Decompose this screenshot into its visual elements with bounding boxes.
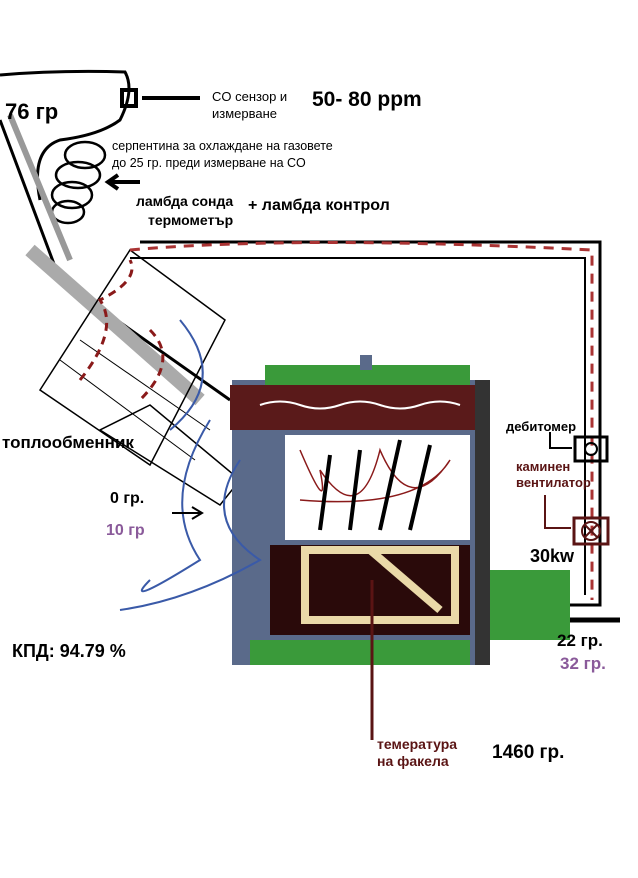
lambda-probe-label: ламбда сонда [136,193,234,209]
lambda-control-label: + ламбда контрол [248,197,390,214]
flowmeter-label: дебитомер [506,419,577,434]
efficiency: КПД: 94.79 % [12,641,126,661]
coil-label-2: до 25 гр. преди измерване на CO [112,156,306,170]
coil-label-1: серпентина за охлаждане на газовете [112,139,333,153]
co-sensor-label-1: CO сензор и [212,89,288,104]
sensor-enclosure [0,69,131,201]
air-in-temp: 0 гр. [110,490,145,507]
flame-temp-value: 1460 гр. [492,742,565,763]
co-sensor-icon [120,88,138,108]
water-loop-inner [130,257,586,595]
air-in-temp-alt: 10 гр [106,522,145,539]
flame-temp-label-2: на факела [377,753,449,769]
flue-temp: 76 гр [5,99,59,124]
air-in-arrow-icon [172,506,204,520]
chimney-fan-icon [572,516,610,546]
chimney-fan-label-1: каминен [516,459,571,474]
thermometer-label: термометър [148,212,234,228]
heat-exchanger-icon [0,113,242,506]
flue-gas-path [78,259,165,402]
coil-arrow-icon [104,173,140,191]
power-label: 30kw [530,546,575,566]
co-value: 50- 80 ppm [312,88,422,111]
flame-temp-label-1: темература [377,736,458,752]
chimney-fan-label-2: вентилатор [516,475,591,490]
boiler-icon [230,355,570,665]
air-flow-path [119,319,262,611]
return-temp-alt: 32 гр. [560,654,606,673]
flowmeter-icon [573,435,609,463]
heat-exchanger-label: топлообменник [2,433,134,452]
co-sensor-label-2: измерване [212,106,278,121]
return-temp: 22 гр. [557,631,603,650]
cooling-coil-icon [50,140,107,225]
